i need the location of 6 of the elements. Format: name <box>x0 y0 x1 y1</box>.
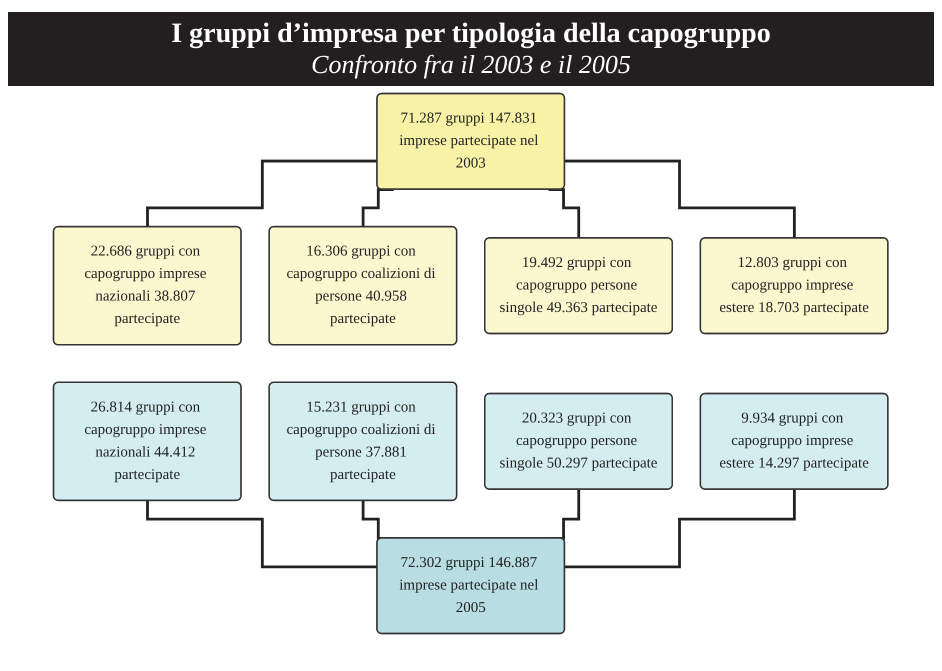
subtitle: Confronto fra il 2003 e il 2005 <box>311 50 631 80</box>
connector <box>146 160 378 228</box>
connector <box>362 188 394 228</box>
diagram-title: I gruppi d’impresa per tipologia della capogruppo <box>171 18 771 50</box>
connector <box>146 499 378 568</box>
connector <box>565 488 796 568</box>
